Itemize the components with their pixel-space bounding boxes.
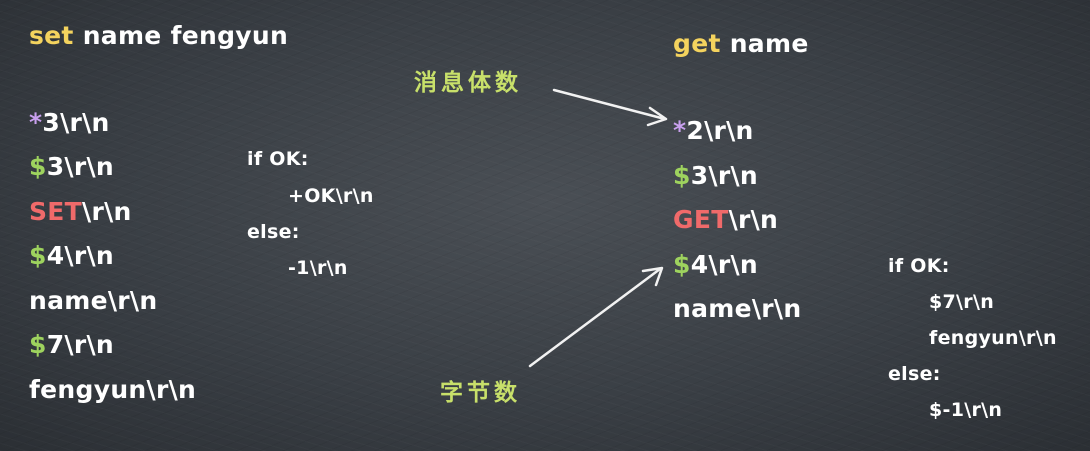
proto-text: name\r\n — [673, 294, 802, 323]
proto-text: 3\r\n — [46, 152, 114, 181]
get-command: get name — [673, 29, 809, 58]
right-response-len: $7\r\n — [929, 291, 995, 313]
length-prefix: $ — [29, 330, 47, 359]
length-prefix: $ — [29, 241, 47, 270]
proto-text: 4\r\n — [690, 250, 758, 279]
length-prefix: $ — [673, 250, 691, 279]
proto-text: \r\n — [82, 197, 132, 226]
array-prefix: * — [29, 108, 43, 137]
method-name: GET — [673, 205, 729, 234]
length-prefix: $ — [673, 161, 691, 190]
set-command: set name fengyun — [29, 21, 288, 50]
method-name: SET — [29, 197, 83, 226]
left-proto-line: name\r\n — [29, 286, 157, 315]
left-response-err: -1\r\n — [288, 257, 348, 279]
right-proto-line: $3\r\n — [673, 161, 758, 190]
proto-text: name\r\n — [29, 286, 158, 315]
right-proto-line: *2\r\n — [673, 116, 754, 145]
proto-text: fengyun\r\n — [29, 375, 197, 404]
left-response-ok: +OK\r\n — [288, 185, 374, 207]
left-proto-line: $7\r\n — [29, 330, 114, 359]
right-proto-line: $4\r\n — [673, 250, 758, 279]
set-args: name fengyun — [73, 21, 289, 50]
proto-text: 7\r\n — [46, 330, 114, 359]
left-proto-line: SET\r\n — [29, 197, 132, 226]
right-proto-line: name\r\n — [673, 294, 801, 323]
array-prefix: * — [673, 116, 687, 145]
proto-text: 3\r\n — [690, 161, 758, 190]
proto-text: 4\r\n — [46, 241, 114, 270]
left-proto-line: fengyun\r\n — [29, 375, 196, 404]
right-response-value: fengyun\r\n — [929, 327, 1057, 349]
left-response-else: else: — [247, 221, 300, 243]
proto-text: 2\r\n — [686, 116, 754, 145]
get-keyword: get — [673, 29, 721, 58]
left-proto-line: *3\r\n — [29, 108, 110, 137]
left-proto-line: $4\r\n — [29, 241, 114, 270]
get-args: name — [720, 29, 809, 58]
annotation-message-count: 消息体数 — [414, 70, 522, 96]
length-prefix: $ — [29, 152, 47, 181]
right-proto-line: GET\r\n — [673, 205, 778, 234]
right-response-else: else: — [888, 363, 941, 385]
left-response-if: if OK: — [247, 148, 309, 170]
right-response-nil: $-1\r\n — [929, 399, 1003, 421]
arrow-to-array-count — [552, 88, 668, 127]
proto-text: \r\n — [728, 205, 779, 234]
set-keyword: set — [29, 21, 74, 50]
right-response-if: if OK: — [888, 255, 950, 277]
annotation-byte-count: 字节数 — [440, 380, 521, 406]
arrow-to-byte-count — [528, 266, 664, 368]
proto-text: 3\r\n — [42, 108, 110, 137]
left-proto-line: $3\r\n — [29, 152, 114, 181]
